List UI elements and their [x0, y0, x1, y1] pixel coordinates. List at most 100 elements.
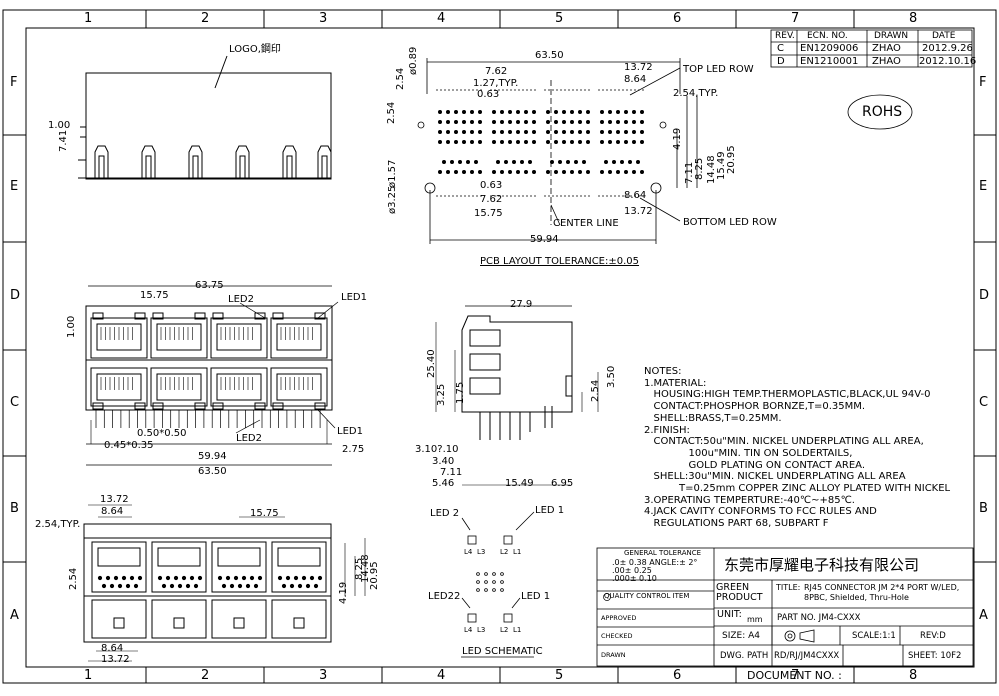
- rev-row-c-rev: C: [777, 43, 784, 54]
- pcb-dim-1: 13.72: [624, 62, 653, 73]
- side-dim-10: 15.49: [505, 478, 534, 489]
- note-line: CONTACT:50u"MIN. NICKEL UNDERPLATING ALL…: [644, 436, 924, 448]
- front-dim-0: 63.75: [195, 280, 224, 291]
- pcb-dim-5: 0.63: [477, 89, 500, 100]
- zone-label-bottom-0: 1: [84, 668, 93, 683]
- logo-label: LOGO,鋼印: [229, 44, 281, 55]
- zone-label-bottom-4: 5: [555, 668, 564, 683]
- led-schematic-led1b-label: LED 1: [521, 591, 551, 602]
- pcb-dim-8: 2.54: [386, 101, 397, 124]
- note-line: 4.JACK CAVITY CONFORMS TO FCC RULES AND: [644, 506, 877, 518]
- notes-block: NOTES:1.MATERIAL: HOUSING:HIGH TEMP.THER…: [644, 366, 950, 530]
- bottom-dim-0: 13.72: [100, 494, 129, 505]
- sheet-number: SHEET: 10F2: [908, 651, 962, 661]
- zone-label-top-0: 1: [84, 11, 93, 26]
- general-tolerance-label: GENERAL TOLERANCE: [624, 549, 702, 557]
- tolerance-line-2: .00± 0.25: [612, 566, 652, 575]
- drawing-scale: SCALE:1:1: [852, 631, 896, 641]
- note-line: 100u"MIN. TIN ON SOLDERTAILS,: [644, 447, 853, 459]
- part-number: PART NO. JM4-CXXX: [777, 613, 861, 623]
- pcb-dim-6: 2.54: [395, 67, 406, 90]
- front-dim-2: 1.00: [66, 315, 77, 338]
- pcb-dim-10: ø1.57: [387, 159, 398, 188]
- front-led1-top-label: LED1: [341, 292, 367, 303]
- side-dim-2: 3.25: [436, 383, 447, 406]
- side-dim-1: 25.40: [426, 349, 437, 378]
- bottom-dim-4: 2.54: [68, 567, 79, 590]
- rev-row-d-date: 2012.10.16: [919, 56, 977, 67]
- top-led-row-label: TOP LED ROW: [683, 64, 754, 75]
- rev-row-d-rev: D: [777, 56, 785, 67]
- rev-row-d-drawn: ZHAO: [872, 56, 901, 67]
- bottom-dim-3: 15.75: [250, 508, 279, 519]
- side-dim-8: 7.11: [440, 467, 463, 478]
- rev-header-ecn: ECN. NO.: [807, 31, 848, 41]
- side-dim-6: 3.10?.10: [415, 444, 459, 455]
- green-product-label: GREEN PRODUCT: [716, 582, 763, 603]
- rev-row-d-ecn: EN1210001: [800, 56, 859, 67]
- zone-label-left-1: E: [10, 179, 19, 194]
- rev-row-c-date: 2012.9.26: [922, 43, 973, 54]
- note-line: T=0.25mm COPPER ZINC ALLOY PLATED WITH N…: [644, 483, 951, 495]
- side-dim-7: 3.40: [432, 456, 455, 467]
- zone-label-bottom-7: 8: [909, 668, 918, 683]
- pcb-dim-2: 8.64: [624, 74, 647, 85]
- front-led1-bottom-label: LED1: [337, 426, 363, 437]
- note-line: NOTES:: [644, 366, 682, 377]
- zone-label-left-4: B: [10, 501, 19, 516]
- pcb-dim-23: 20.95: [726, 145, 737, 174]
- front-led2-bottom-label: LED2: [236, 433, 262, 444]
- led-pin-bottom-2: L2: [500, 626, 509, 634]
- led-schematic-led22-label: LED22: [428, 591, 461, 602]
- led-pin-bottom-3: L1: [513, 626, 522, 634]
- checked-label: CHECKED: [601, 632, 633, 640]
- zone-label-left-3: C: [10, 395, 20, 410]
- rev-row-c-drawn: ZHAO: [872, 43, 901, 54]
- zone-label-top-1: 2: [201, 11, 210, 26]
- zone-label-right-0: F: [979, 75, 987, 90]
- led-pin-top-1: L3: [477, 548, 486, 556]
- zone-label-right-4: B: [979, 501, 988, 516]
- note-line: GOLD PLATING ON CONTACT AREA.: [644, 459, 866, 471]
- unit-label: UNIT:: [717, 609, 742, 620]
- drawing-rev: REV:D: [920, 631, 946, 641]
- title-label: TITLE:: [776, 583, 801, 592]
- side-dim-4: 2.54: [590, 379, 601, 402]
- approved-label: APPROVED: [601, 614, 637, 622]
- zone-label-right-3: C: [979, 395, 989, 410]
- note-line: 2.FINISH:: [644, 424, 690, 436]
- zone-label-left-0: F: [10, 75, 18, 90]
- zone-label-top-6: 7: [791, 11, 800, 26]
- note-line: SHELL:BRASS,T=0.25MM.: [644, 412, 782, 424]
- bottom-dim-10: 13.72: [101, 654, 130, 665]
- bottom-dim-2: 2.54,TYP.: [35, 519, 81, 530]
- led-schematic-led2-label: LED 2: [430, 508, 460, 519]
- pcb-dim-17: 59.94: [530, 234, 559, 245]
- pcb-dim-15: 8.64: [624, 190, 647, 201]
- led-pin-bottom-0: L4: [464, 626, 473, 634]
- pcb-dim-12: 0.63: [480, 180, 503, 191]
- dim-side-1-00: 1.00: [48, 120, 71, 131]
- pcb-dim-16: 13.72: [624, 206, 653, 217]
- note-line: HOUSING:HIGH TEMP.THERMOPLASTIC,BLACK,UL…: [644, 389, 931, 401]
- rev-header-date: DATE: [932, 31, 956, 41]
- pcb-dim-18: 4.19: [672, 127, 683, 150]
- dwg-path-value: RD/RJ/JM4CXXX: [774, 651, 840, 661]
- rev-row-c-ecn: EN1209006: [800, 43, 859, 54]
- quality-symbol-icon: [603, 593, 611, 601]
- zone-label-bottom-2: 3: [319, 668, 328, 683]
- rohs-mark: ROHS: [862, 104, 903, 120]
- projection-symbol-icon: [784, 629, 815, 643]
- pcb-dim-3: 7.62: [485, 66, 508, 77]
- zone-label-top-5: 6: [673, 11, 682, 26]
- zone-label-bottom-5: 6: [673, 668, 682, 683]
- side-dim-0: 27.9: [510, 299, 533, 310]
- tolerance-line-1: .0± 0.38 ANGLE:± 2°: [612, 558, 698, 567]
- dwg-path-label: DWG. PATH: [720, 651, 769, 661]
- led-schematic-title: LED SCHEMATIC: [462, 646, 543, 657]
- bottom-dim-8: 20.95: [369, 561, 380, 590]
- note-line: REGULATIONS PART 68, SUBPART F: [644, 518, 829, 530]
- led-pin-top-2: L2: [500, 548, 509, 556]
- front-dim-4: 0.45*0.35: [104, 440, 154, 451]
